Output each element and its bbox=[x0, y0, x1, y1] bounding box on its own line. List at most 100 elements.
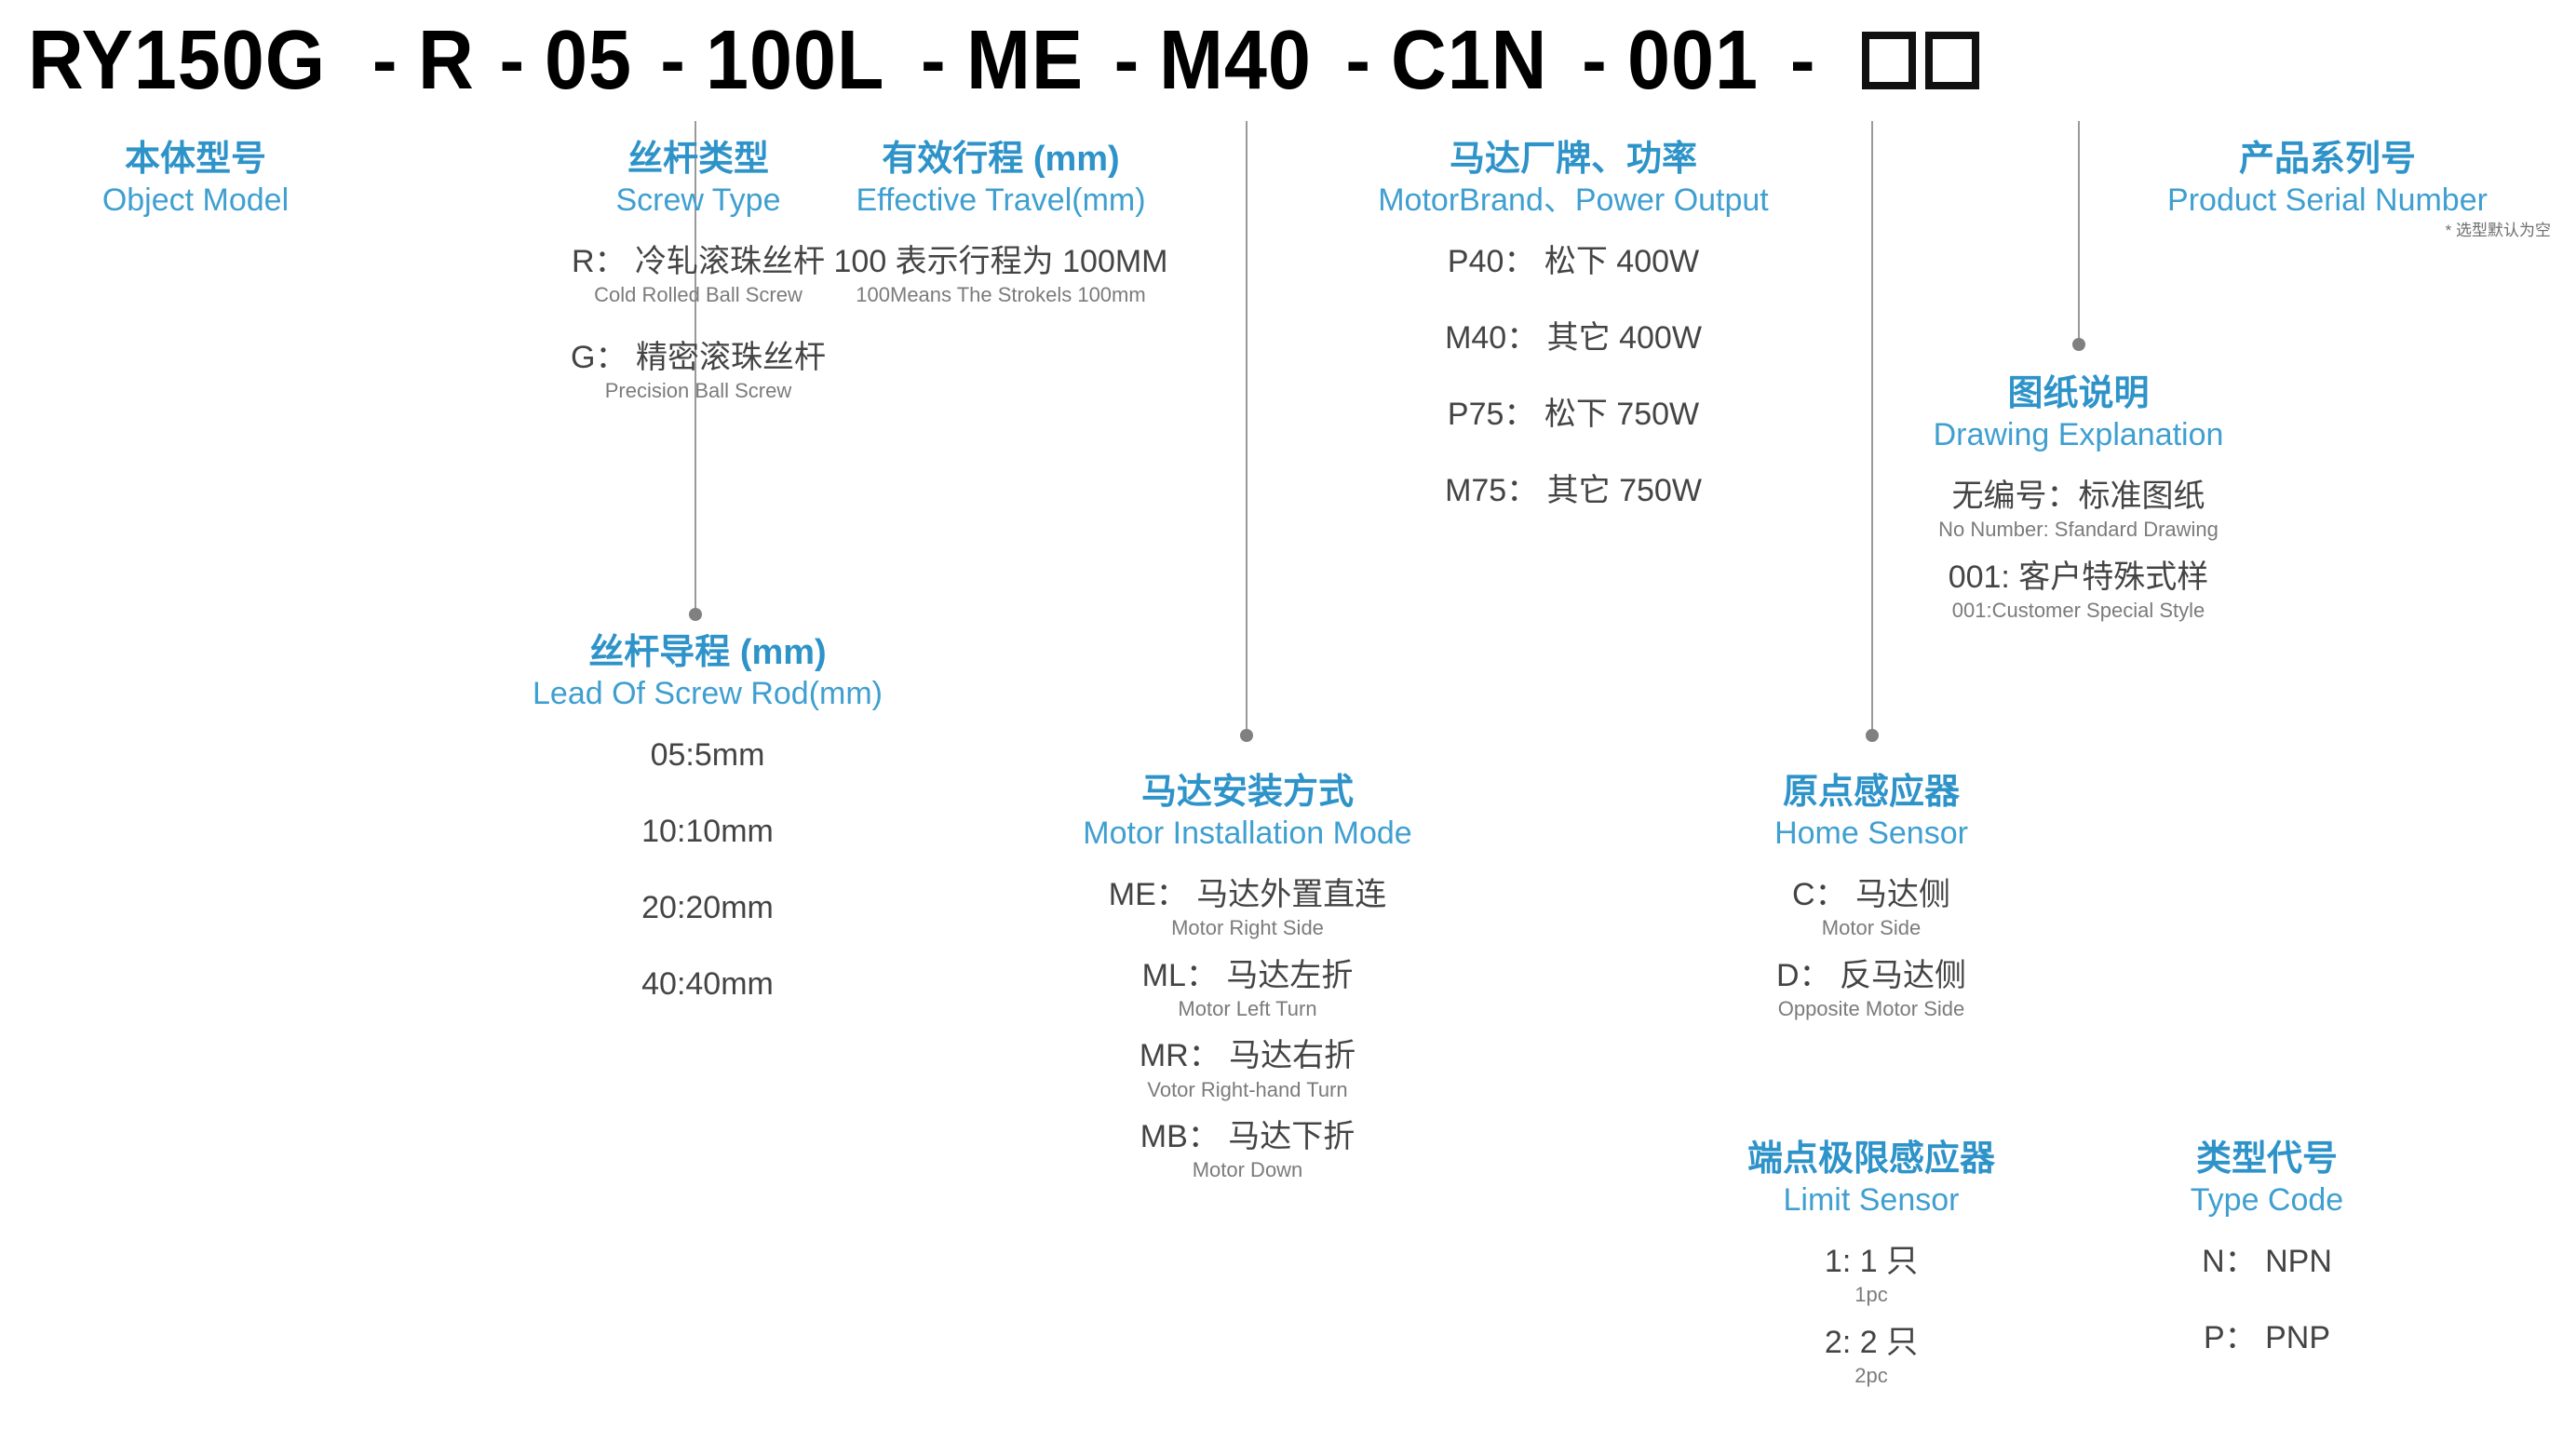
code-segment-motor-brand: M40 bbox=[1159, 14, 1313, 107]
section-title-en: Object Model bbox=[101, 182, 290, 219]
option-item: N： NPN bbox=[2095, 1241, 2439, 1282]
option-item: D： 反马达侧 Opposite Motor Side bbox=[1666, 955, 2076, 1023]
placeholder-box bbox=[1861, 32, 1916, 89]
option-label: R： 冷轧滚珠丝杆 bbox=[572, 243, 825, 279]
option-item: R： 冷轧滚珠丝杆 Cold Rolled Ball Screw bbox=[344, 241, 1052, 309]
option-label: P75： 松下 750W bbox=[1447, 397, 1700, 433]
code-segment-travel: 100L bbox=[705, 14, 885, 107]
option-list: C： 马达侧 Motor Side D： 反马达侧 Opposite Motor… bbox=[1666, 874, 2076, 1023]
option-sublabel: Votor Right-hand Turn bbox=[1147, 1077, 1348, 1101]
code-serial-placeholder bbox=[1861, 32, 1979, 89]
section-screw-type: 丝杆类型 Screw Type R： 冷轧滚珠丝杆 Cold Rolled Ba… bbox=[344, 138, 1052, 417]
option-label: 无编号：标准图纸 bbox=[1951, 478, 2205, 514]
section-title-en: Motor Installation Mode bbox=[1083, 816, 1412, 852]
section-title-en: MotorBrand、Power Output bbox=[1378, 182, 1769, 219]
option-item: 001: 客户特殊式样 001:Customer Special Style bbox=[1825, 557, 2332, 625]
option-sublabel: Motor Right Side bbox=[1171, 916, 1324, 940]
placeholder-box bbox=[1924, 32, 1979, 89]
option-list: 100 表示行程为 100MM 100Means The Strokels 10… bbox=[717, 241, 1285, 309]
option-label: MR： 马达右折 bbox=[1139, 1038, 1356, 1074]
model-code-header: RY150G - R - 05 - 100L - ME - M40 - C1N … bbox=[0, 0, 2576, 121]
option-list: 05:5mm 10:10mm 20:20mm 40:40mm bbox=[428, 735, 987, 1005]
code-separator: - bbox=[660, 19, 685, 101]
option-item: P40： 松下 400W bbox=[1285, 241, 1862, 282]
code-separator: - bbox=[1345, 19, 1371, 101]
option-label: G： 精密滚珠丝杆 bbox=[571, 339, 826, 375]
option-list: 无编号：标准图纸 No Number: Sfandard Drawing 001… bbox=[1825, 476, 2332, 625]
section-title-en: Limit Sensor bbox=[1783, 1182, 1960, 1219]
option-sublabel: Motor Down bbox=[1192, 1158, 1303, 1182]
section-title-cn: 马达厂牌、功率 bbox=[1449, 140, 1697, 179]
option-item: ML： 马达左折 Motor Left Turn bbox=[1015, 955, 1480, 1023]
option-sublabel: 001:Customer Special Style bbox=[1951, 598, 2205, 622]
option-list: N： NPN P： PNP bbox=[2095, 1241, 2439, 1358]
option-list: ME： 马达外置直连 Motor Right Side ML： 马达左折 Mot… bbox=[1015, 874, 1480, 1184]
section-title-cn: 端点极限感应器 bbox=[1747, 1139, 1995, 1179]
section-effective-travel: 有效行程 (mm) Effective Travel(mm) 100 表示行程为… bbox=[717, 138, 1285, 322]
option-list: P40： 松下 400W M40： 其它 400W P75： 松下 750W M… bbox=[1285, 241, 1862, 512]
option-label: 10:10mm bbox=[641, 814, 774, 850]
section-title-en: Screw Type bbox=[615, 182, 781, 219]
code-segment-lead: 05 bbox=[545, 14, 633, 107]
code-separator: - bbox=[371, 19, 398, 101]
section-title-cn: 丝杆类型 bbox=[627, 140, 769, 179]
option-list: R： 冷轧滚珠丝杆 Cold Rolled Ball Screw G： 精密滚珠… bbox=[344, 241, 1052, 405]
option-label: 05:5mm bbox=[650, 736, 765, 773]
code-separator: - bbox=[1582, 19, 1607, 101]
option-item: 40:40mm bbox=[428, 964, 987, 1004]
section-motor-installation: 马达安装方式 Motor Installation Mode ME： 马达外置直… bbox=[1015, 771, 1480, 1197]
option-sublabel: Cold Rolled Ball Screw bbox=[594, 283, 802, 307]
section-title-cn: 类型代号 bbox=[2195, 1139, 2338, 1179]
section-title-cn: 本体型号 bbox=[124, 140, 266, 179]
section-type-code: 类型代号 Type Code N： NPN P： PNP bbox=[2095, 1138, 2439, 1371]
code-separator: - bbox=[499, 19, 525, 101]
connector-line-screw-type bbox=[695, 121, 696, 614]
section-title-en: Drawing Explanation bbox=[1933, 417, 2224, 453]
option-item: C： 马达侧 Motor Side bbox=[1666, 874, 2076, 942]
option-label: 40:40mm bbox=[641, 966, 774, 1003]
option-item: 100 表示行程为 100MM 100Means The Strokels 10… bbox=[717, 241, 1285, 309]
section-motor-brand: 马达厂牌、功率 MotorBrand、Power Output P40： 松下 … bbox=[1285, 138, 1862, 525]
option-label: D： 反马达侧 bbox=[1776, 957, 1966, 993]
section-drawing-explanation: 图纸说明 Drawing Explanation 无编号：标准图纸 No Num… bbox=[1825, 372, 2332, 637]
option-sublabel: 1pc bbox=[1854, 1283, 1888, 1307]
section-home-sensor: 原点感应器 Home Sensor C： 马达侧 Motor Side D： 反… bbox=[1666, 771, 2076, 1035]
option-label: 2: 2 只 bbox=[1824, 1324, 1919, 1360]
code-segment-drawing: 001 bbox=[1626, 14, 1759, 107]
option-label: 001: 客户特殊式样 bbox=[1948, 559, 2209, 595]
option-sublabel: Motor Side bbox=[1821, 916, 1922, 940]
option-label: P40： 松下 400W bbox=[1447, 243, 1700, 279]
section-title-en: Lead Of Screw Rod(mm) bbox=[533, 676, 883, 712]
option-sublabel: 100Means The Strokels 100mm bbox=[856, 283, 1146, 307]
option-list: 1: 1 只 1pc 2: 2 只 2pc bbox=[1666, 1241, 2076, 1390]
option-label: ME： 马达外置直连 bbox=[1108, 876, 1387, 912]
section-title-cn: 原点感应器 bbox=[1782, 773, 1960, 812]
code-segment-sensor: C1N bbox=[1391, 14, 1548, 107]
option-sublabel: Motor Left Turn bbox=[1178, 996, 1317, 1020]
section-lead-of-screw: 丝杆导程 (mm) Lead Of Screw Rod(mm) 05:5mm 1… bbox=[428, 631, 987, 1018]
section-title-en: Effective Travel(mm) bbox=[856, 182, 1146, 219]
option-item: ME： 马达外置直连 Motor Right Side bbox=[1015, 874, 1480, 942]
option-item: M40： 其它 400W bbox=[1285, 317, 1862, 358]
option-item: 20:20mm bbox=[428, 887, 987, 928]
option-sublabel: Precision Ball Screw bbox=[604, 378, 792, 402]
option-label: N： NPN bbox=[2202, 1243, 2332, 1279]
connector-line-drawing bbox=[2078, 121, 2080, 344]
option-label: MB： 马达下折 bbox=[1140, 1119, 1355, 1155]
code-separator: - bbox=[921, 19, 946, 101]
option-item: 10:10mm bbox=[428, 811, 987, 852]
option-sublabel: No Number: Sfandard Drawing bbox=[1938, 518, 2219, 542]
option-item: 05:5mm bbox=[428, 735, 987, 775]
section-limit-sensor: 端点极限感应器 Limit Sensor 1: 1 只 1pc 2: 2 只 2… bbox=[1666, 1138, 2076, 1402]
connector-line-home-sensor bbox=[1871, 121, 1873, 735]
option-label: M40： 其它 400W bbox=[1445, 320, 1702, 357]
option-item: 2: 2 只 2pc bbox=[1666, 1322, 2076, 1390]
code-segment-screw-type: R bbox=[417, 14, 475, 107]
section-object-model: 本体型号 Object Model bbox=[19, 138, 372, 221]
code-segment-motor-install: ME bbox=[965, 14, 1084, 107]
connector-line-motor-install bbox=[1246, 121, 1248, 735]
section-title-cn: 产品系列号 bbox=[2238, 140, 2416, 179]
section-title-en: Product Serial Number bbox=[2167, 182, 2488, 219]
option-sublabel: 2pc bbox=[1854, 1363, 1888, 1387]
option-item: MB： 马达下折 Motor Down bbox=[1015, 1116, 1480, 1184]
